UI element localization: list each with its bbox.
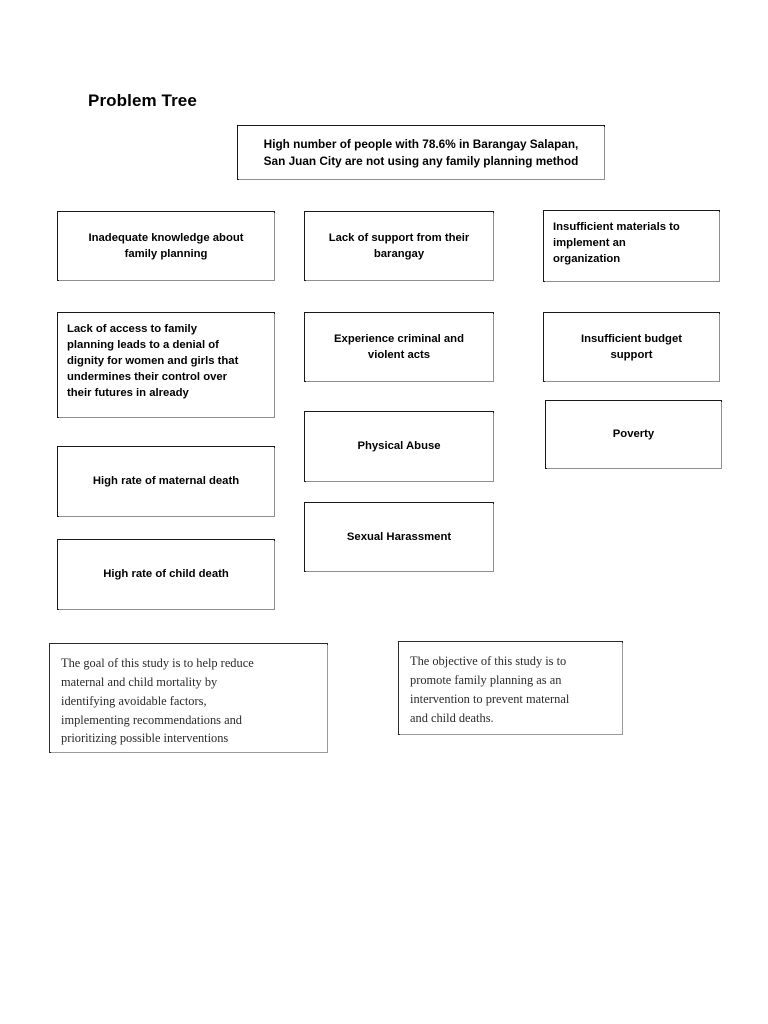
- objective-statement-box: The objective of this study is to promot…: [398, 641, 623, 735]
- problem-node-label: Sexual Harassment: [346, 530, 452, 543]
- problem-node-root: High number of people with 78.6% in Bara…: [237, 125, 605, 180]
- problem-node-label: Inadequate knowledge about family planni…: [88, 231, 244, 260]
- problem-node-insufficient-materials: Insufficient materials to implement an o…: [543, 210, 720, 282]
- problem-node-lack-of-access: Lack of access to family planning leads …: [57, 312, 275, 418]
- problem-node-criminal-violent-acts: Experience criminal and violent acts: [304, 312, 494, 382]
- problem-node-poverty: Poverty: [545, 400, 722, 469]
- problem-node-label: High rate of maternal death: [92, 475, 240, 488]
- page-title: Problem Tree: [88, 91, 197, 110]
- problem-node-label: Insufficient materials to implement an o…: [553, 221, 680, 266]
- problem-node-insufficient-budget: Insufficient budget support: [543, 312, 720, 382]
- problem-node-sexual-harassment: Sexual Harassment: [304, 502, 494, 572]
- problem-node-label: Physical Abuse: [357, 440, 441, 453]
- problem-node-physical-abuse: Physical Abuse: [304, 411, 494, 482]
- problem-node-child-death: High rate of child death: [57, 539, 275, 610]
- problem-node-label: Poverty: [612, 428, 655, 441]
- problem-node-inadequate-knowledge: Inadequate knowledge about family planni…: [57, 211, 275, 281]
- objective-statement-text: The objective of this study is to promot…: [410, 654, 570, 725]
- problem-node-label: Lack of access to family planning leads …: [67, 323, 239, 400]
- problem-node-label: Experience criminal and violent acts: [334, 332, 464, 361]
- goal-statement-box: The goal of this study is to help reduce…: [49, 643, 328, 753]
- problem-node-label: Insufficient budget support: [580, 332, 683, 361]
- problem-node-maternal-death: High rate of maternal death: [57, 446, 275, 517]
- problem-node-label: High number of people with 78.6% in Bara…: [263, 136, 579, 168]
- goal-statement-text: The goal of this study is to help reduce…: [61, 656, 254, 746]
- problem-node-label: Lack of support from their barangay: [328, 231, 470, 260]
- problem-node-lack-of-support: Lack of support from their barangay: [304, 211, 494, 281]
- problem-node-label: High rate of child death: [103, 568, 229, 581]
